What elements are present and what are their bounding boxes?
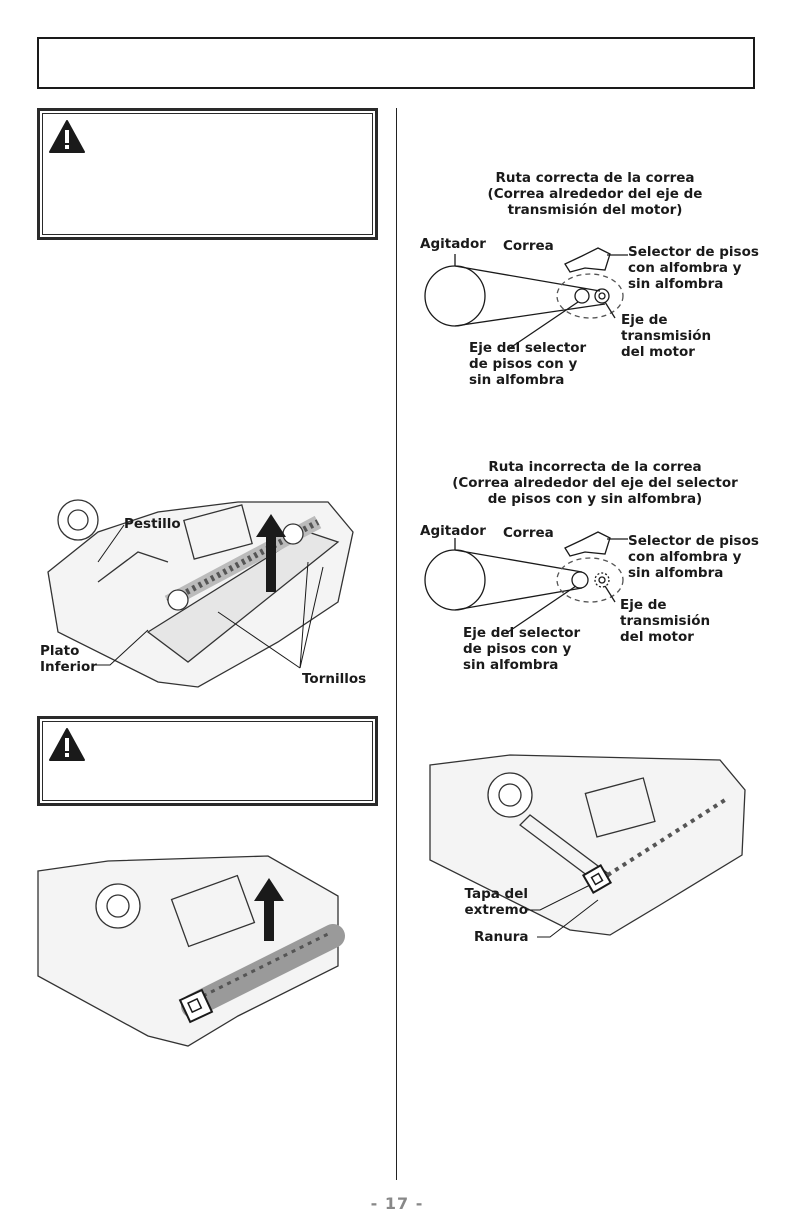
photo-end-cap (429, 754, 746, 938)
title-line: Ruta incorrecta de la correa (488, 459, 702, 475)
incorrect-route-title: Ruta incorrecta de la correa (Correa alr… (420, 459, 770, 507)
label-line: transmisión (621, 328, 712, 344)
title-line: de pisos con y sin alfombra) (487, 491, 703, 507)
selector-label: Selector de pisos con alfombra y sin alf… (628, 533, 759, 581)
warning-box-1 (37, 108, 378, 240)
title-line: (Correa alrededor del eje del selector (452, 475, 738, 491)
photo-bottom-plate (47, 499, 354, 688)
title-line: Ruta correcta de la correa (495, 170, 695, 186)
page-number: - 17 - (370, 1194, 424, 1213)
label-line: con alfombra y (628, 260, 742, 276)
title-box (37, 37, 755, 89)
label-line: Selector de pisos (628, 533, 759, 549)
agitator-label: Agitador (420, 523, 486, 539)
label-line: Eje del selector (469, 340, 587, 356)
warning-icon (49, 120, 85, 153)
correct-route-title: Ruta correcta de la correa (Correa alred… (430, 170, 760, 218)
warning-icon (49, 728, 85, 761)
selector-shaft-label: Eje del selector de pisos con y sin alfo… (469, 340, 586, 388)
column-divider (396, 108, 397, 1180)
label-line: transmisión (620, 613, 711, 629)
selector-shaft-label: Eje del selector de pisos con y sin alfo… (463, 625, 580, 673)
belt-label: Correa (503, 525, 554, 541)
label-line: extremo (464, 902, 528, 918)
bottom-plate-label-line: Plato (40, 643, 80, 659)
label-line: Eje del selector (463, 625, 581, 641)
label-line: de pisos con y (469, 356, 578, 372)
label-line: sin alfombra (628, 276, 724, 292)
photo-agitator-removal (37, 855, 345, 1047)
end-cap-label: Tapa del extremo (462, 886, 529, 918)
label-line: Eje de (621, 312, 668, 328)
latch-label: Pestillo (124, 516, 181, 532)
incorrect-belt-diagram (424, 531, 628, 633)
screws-label: Tornillos (302, 671, 367, 687)
belt-label: Correa (503, 238, 554, 254)
slot-label: Ranura (474, 929, 529, 945)
label-line: Tapa del (464, 886, 529, 902)
label-line: del motor (620, 629, 694, 645)
label-line: de pisos con y (463, 641, 572, 657)
label-line: con alfombra y (628, 549, 742, 565)
label-line: Eje de (620, 597, 667, 613)
selector-label: Selector de pisos con alfombra y sin alf… (628, 244, 759, 292)
title-line: transmisión del motor) (507, 202, 683, 218)
warning-box-2 (37, 716, 378, 806)
bottom-plate-label-line: Inferior (40, 659, 97, 675)
label-line: Selector de pisos (628, 244, 759, 260)
label-line: sin alfombra (628, 565, 724, 581)
correct-belt-diagram (424, 247, 628, 349)
label-line: sin alfombra (469, 372, 565, 388)
title-line: (Correa alrededor del eje de (487, 186, 703, 202)
label-line: del motor (621, 344, 695, 360)
label-line: sin alfombra (463, 657, 559, 673)
motor-shaft-label: Eje de transmisión del motor (620, 597, 710, 645)
motor-shaft-label: Eje de transmisión del motor (621, 312, 711, 360)
agitator-label: Agitador (420, 236, 486, 252)
